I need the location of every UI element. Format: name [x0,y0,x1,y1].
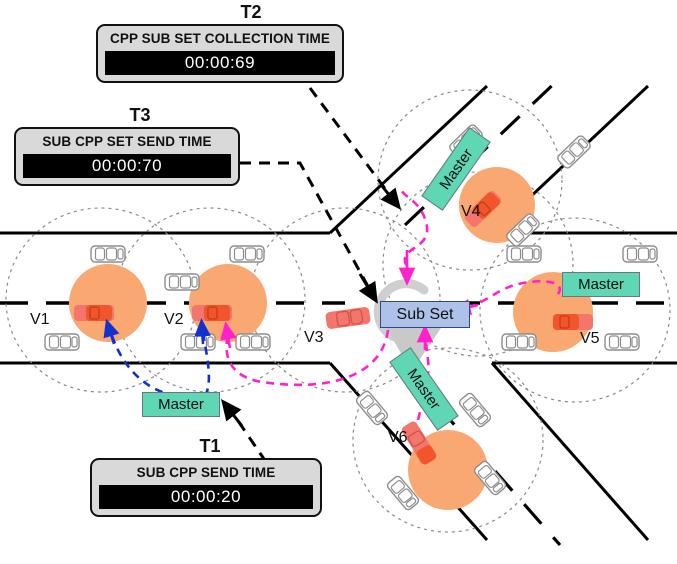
flow-v4-to-subset [398,187,429,266]
vehicle-label-v4: V4 [461,203,481,220]
vehicle-v4 [464,191,502,227]
connector-t3 [240,161,372,291]
timer-panel-t1[interactable]: SUB CPP SEND TIME 00:00:20 [90,458,322,517]
timer-value-t2: 00:00:69 [105,51,335,75]
master-box-v5[interactable]: Master [562,272,640,297]
halo-v1 [69,264,147,342]
coverage-v5 [479,217,671,403]
connector-t2 [308,87,394,199]
coverage-v4b [382,171,574,357]
vehicle-label-v2: V2 [164,311,184,328]
coverage-v6 [352,347,544,533]
timer-connectors [221,87,402,463]
vehicle-label-v5: V5 [580,330,600,347]
master-box-left[interactable]: Master [142,392,220,417]
timer-panel-t2[interactable]: CPP SUB SET COLLECTION TIME 00:00:69 [96,24,344,83]
vehicle-v2 [192,305,232,321]
flow-subset-to-v2 [225,329,390,387]
cpp-flow-arrows-blue [103,318,211,398]
timer-tag-t2: T2 [240,2,262,22]
subject-vehicles [74,191,593,465]
timer-value-t1: 00:00:20 [99,485,313,509]
vehicle-label-v6: V6 [388,429,408,446]
coverage-v2 [114,207,306,393]
timer-title-t1: SUB CPP SEND TIME [136,465,276,480]
timer-tag-t3: T3 [129,105,151,125]
timer-title-t2: CPP SUB SET COLLECTION TIME [110,31,330,46]
vehicle-label-v3: V3 [304,329,324,346]
vehicle-v5 [553,314,593,330]
timer-tag-t1: T1 [199,436,221,456]
connector-t1 [230,411,268,463]
timer-title-t3: SUB CPP SET SEND TIME [42,134,212,149]
sub-set-node[interactable]: Sub Set [380,301,470,328]
coverage-v3 [249,207,441,393]
vehicle-label-v1: V1 [30,311,50,328]
timer-panel-t3[interactable]: SUB CPP SET SEND TIME 00:00:70 [14,127,240,186]
vehicle-v3 [325,307,371,329]
halo-v2 [189,264,267,342]
timer-value-t3: 00:00:70 [23,154,231,178]
vehicle-halos [69,167,593,510]
coverage-v4 [377,89,563,271]
roads [0,76,677,547]
vehicle-v6 [401,421,437,465]
vehicle-v1 [74,305,114,321]
